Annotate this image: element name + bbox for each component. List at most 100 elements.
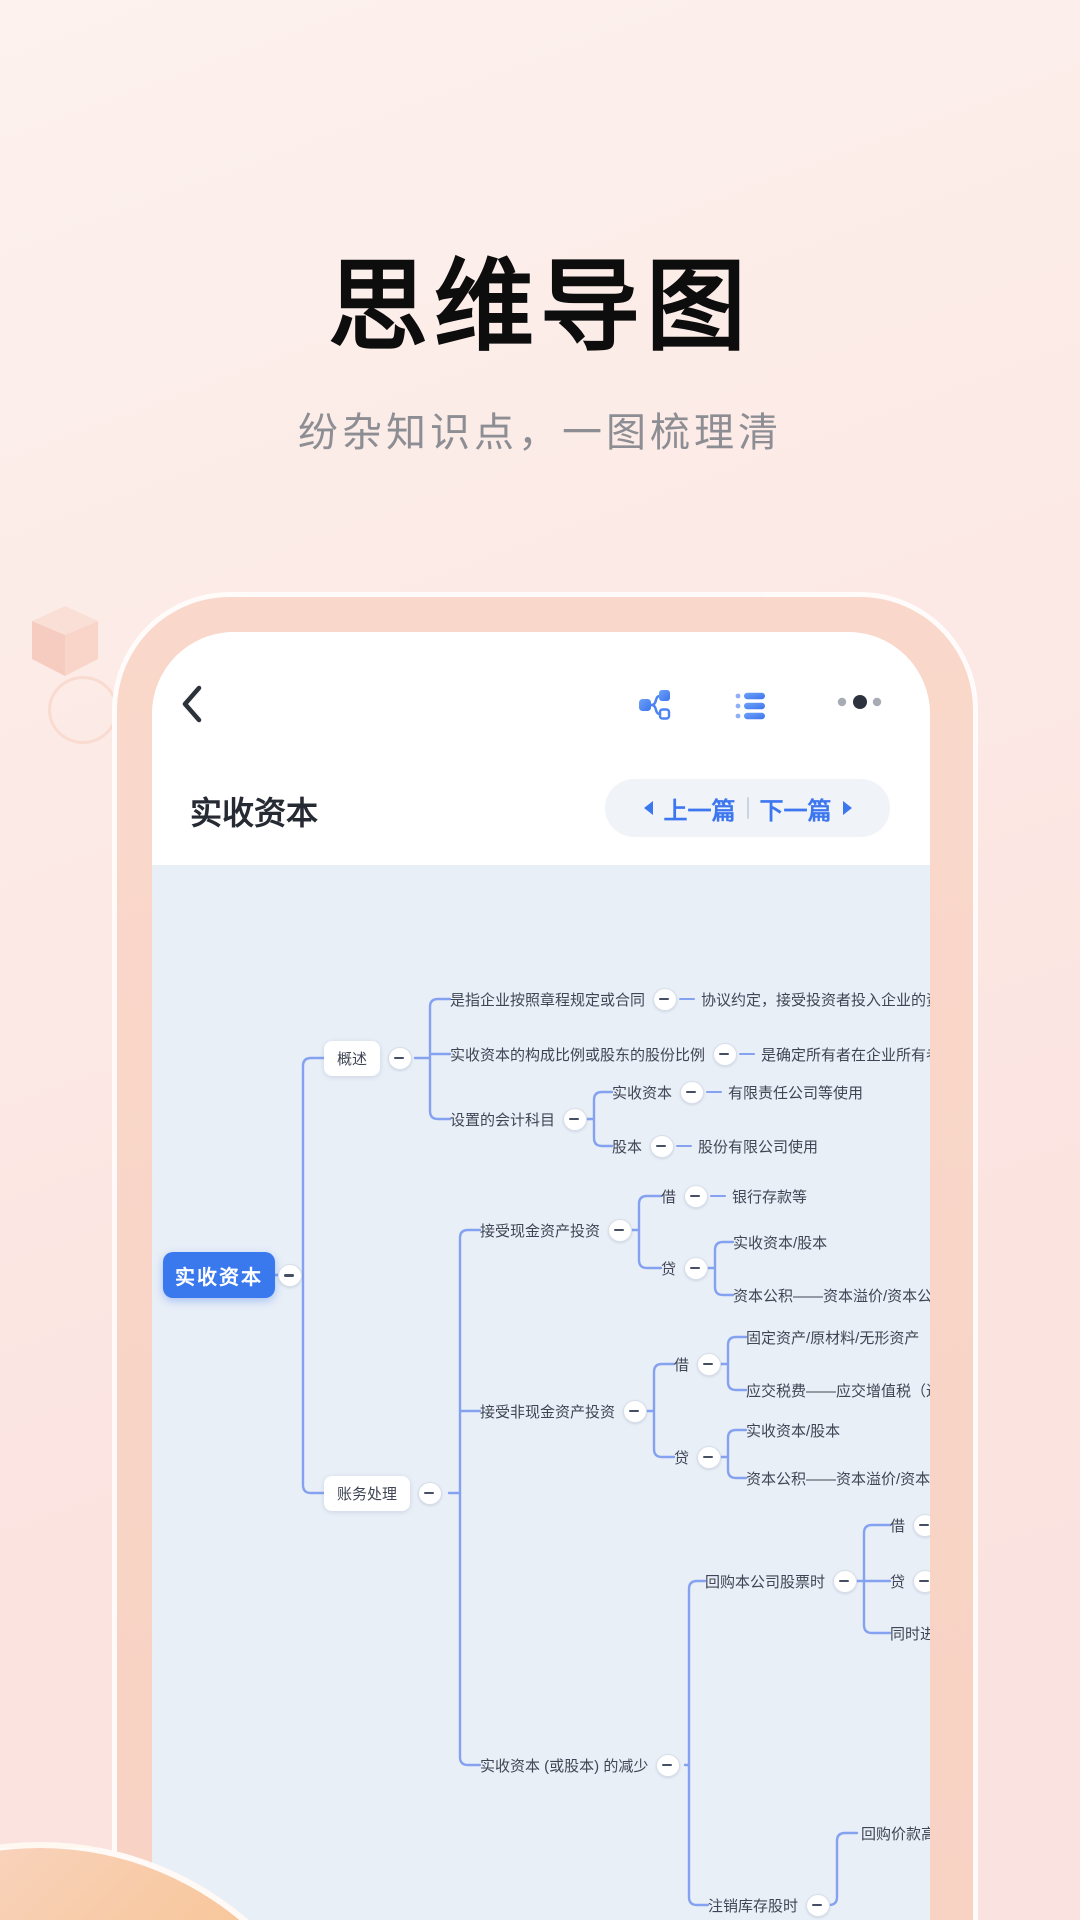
node-noncash-debit: 借 xyxy=(674,1346,722,1382)
node-cash-debit-note[interactable]: 银行存款等 xyxy=(732,1188,808,1206)
node-noncash-label[interactable]: 接受非现金资产投资 xyxy=(480,1403,616,1421)
node-buyback-credit: 贷 xyxy=(890,1563,930,1599)
node-cash-debit: 借 银行存款等 xyxy=(661,1178,807,1214)
node-cancel-note-label[interactable]: 回购价款高 xyxy=(861,1825,930,1843)
collapse-button[interactable] xyxy=(656,1753,681,1777)
more-options-button[interactable] xyxy=(836,692,882,712)
node-definition-note[interactable]: 协议约定，接受投资者投入企业的资 xyxy=(701,991,930,1009)
node-noncash-credit-2-label[interactable]: 资本公积——资本溢价/资本 xyxy=(746,1470,930,1488)
node-noncash-debit-label[interactable]: 借 xyxy=(674,1356,690,1374)
phone-mockup: 实收资本 上一篇 下一篇 xyxy=(112,592,978,1920)
collapse-button[interactable] xyxy=(684,1184,709,1208)
node-overview-label[interactable]: 概述 xyxy=(324,1040,381,1076)
app-header: 实收资本 上一篇 下一篇 xyxy=(152,632,930,865)
back-chevron-icon xyxy=(182,685,202,723)
node-noncash-credit-1-label[interactable]: 实收资本/股本 xyxy=(746,1422,841,1440)
pager-divider xyxy=(746,797,749,819)
node-noncash-debit-2: 应交税费——应交增值税（进 xyxy=(746,1372,930,1408)
node-noncash-investment: 接受非现金资产投资 xyxy=(480,1393,648,1429)
node-definition: 是指企业按照章程规定或合同 协议约定，接受投资者投入企业的资 xyxy=(450,981,930,1017)
collapse-button[interactable] xyxy=(388,1046,413,1070)
collapse-button[interactable] xyxy=(653,987,678,1011)
node-definition-label[interactable]: 是指企业按照章程规定或合同 xyxy=(450,991,646,1009)
prev-arrow-icon[interactable] xyxy=(643,801,653,815)
collapse-button[interactable] xyxy=(623,1399,648,1423)
node-buyback-debit-label[interactable]: 借 xyxy=(890,1517,906,1535)
list-view-button[interactable] xyxy=(734,688,768,722)
node-paidin-capital: 实收资本 有限责任公司等使用 xyxy=(612,1074,863,1110)
node-paidin-note[interactable]: 有限责任公司等使用 xyxy=(728,1084,864,1102)
mindmap-canvas[interactable]: 实收资本 概述 是指企业按照章程规定或合同 协议约定，接受投资者投入企业的资 实… xyxy=(152,865,930,1920)
node-noncash-credit: 贷 xyxy=(674,1439,722,1475)
node-ratio: 实收资本的构成比例或股东的股份比例 是确定所有者在企业所有者 xyxy=(450,1036,930,1072)
next-arrow-icon[interactable] xyxy=(842,801,852,815)
node-cash-credit: 贷 xyxy=(661,1250,709,1286)
node-cancel-note: 回购价款高 xyxy=(861,1815,930,1851)
node-accounting: 账务处理 xyxy=(324,1475,443,1511)
node-cash-investment: 接受现金资产投资 xyxy=(480,1212,633,1248)
back-button[interactable] xyxy=(178,682,206,726)
connector-dash xyxy=(676,1144,693,1148)
collapse-button[interactable] xyxy=(278,1264,302,1287)
node-cash-credit-1: 实收资本/股本 xyxy=(733,1224,827,1260)
node-cash-credit-label[interactable]: 贷 xyxy=(661,1260,677,1278)
node-buyback-credit-label[interactable]: 贷 xyxy=(890,1573,906,1591)
hero: 思维导图 纷杂知识点，一图梳理清 xyxy=(0,0,1080,458)
node-buyback-note-label[interactable]: 同时进 xyxy=(890,1625,930,1643)
node-cash-label[interactable]: 接受现金资产投资 xyxy=(480,1222,601,1240)
node-buyback-note: 同时进 xyxy=(890,1615,930,1651)
page-subtitle: 纷杂知识点，一图梳理清 xyxy=(298,411,782,455)
node-buyback-label[interactable]: 回购本公司股票时 xyxy=(705,1573,826,1591)
article-title: 实收资本 xyxy=(190,795,319,831)
node-decrease-label[interactable]: 实收资本 (或股本) 的减少 xyxy=(480,1757,649,1775)
node-cancel-label[interactable]: 注销库存股时 xyxy=(708,1897,799,1915)
node-paidin-label[interactable]: 实收资本 xyxy=(612,1084,673,1102)
node-subjects-label[interactable]: 设置的会计科目 xyxy=(450,1111,556,1129)
connector-dash xyxy=(706,1090,723,1094)
mindmap-button[interactable] xyxy=(638,688,672,722)
collapse-button[interactable] xyxy=(913,1569,930,1593)
collapse-button[interactable] xyxy=(713,1042,738,1066)
collapse-button[interactable] xyxy=(563,1107,588,1131)
collapse-button[interactable] xyxy=(608,1218,633,1242)
collapse-button[interactable] xyxy=(697,1445,722,1469)
node-subjects: 设置的会计科目 xyxy=(450,1101,588,1137)
more-dots-icon xyxy=(837,695,882,709)
node-share-label[interactable]: 股本 xyxy=(612,1138,643,1156)
node-noncash-debit-1: 固定资产/原材料/无形资产 xyxy=(746,1319,919,1355)
node-cancel: 注销库存股时 xyxy=(708,1887,831,1920)
collapse-button[interactable] xyxy=(806,1893,831,1917)
next-button[interactable]: 下一篇 xyxy=(759,797,832,825)
mindmap-root-node[interactable]: 实收资本 xyxy=(163,1252,275,1298)
collapse-button[interactable] xyxy=(913,1513,930,1537)
collapse-button[interactable] xyxy=(418,1481,443,1505)
ring-decoration xyxy=(48,676,118,744)
collapse-button[interactable] xyxy=(650,1134,675,1158)
node-noncash-debit-2-label[interactable]: 应交税费——应交增值税（进 xyxy=(746,1382,930,1400)
node-share-capital: 股本 股份有限公司使用 xyxy=(612,1128,818,1164)
mindmap-structure-icon xyxy=(639,690,671,720)
node-decrease: 实收资本 (或股本) 的减少 xyxy=(480,1747,681,1783)
node-buyback-debit: 借 xyxy=(890,1507,930,1543)
node-cash-credit-2-label[interactable]: 资本公积——资本溢价/资本公 xyxy=(733,1287,930,1305)
collapse-button[interactable] xyxy=(684,1256,709,1280)
collapse-button[interactable] xyxy=(680,1080,705,1104)
collapse-button[interactable] xyxy=(697,1352,722,1376)
collapse-button[interactable] xyxy=(833,1569,858,1593)
node-ratio-label[interactable]: 实收资本的构成比例或股东的股份比例 xyxy=(450,1046,706,1064)
node-buyback: 回购本公司股票时 xyxy=(705,1563,858,1599)
node-ratio-note[interactable]: 是确定所有者在企业所有者 xyxy=(761,1046,930,1064)
node-accounting-label[interactable]: 账务处理 xyxy=(324,1475,411,1511)
node-cash-credit-2: 资本公积——资本溢价/资本公 xyxy=(733,1277,930,1313)
node-noncash-debit-1-label[interactable]: 固定资产/原材料/无形资产 xyxy=(746,1329,920,1347)
page-title: 思维导图 xyxy=(328,251,752,363)
node-noncash-credit-2: 资本公积——资本溢价/资本 xyxy=(746,1460,930,1496)
node-share-note[interactable]: 股份有限公司使用 xyxy=(698,1138,819,1156)
cube-decoration-icon xyxy=(32,606,98,676)
node-cash-debit-label[interactable]: 借 xyxy=(661,1188,677,1206)
prev-button[interactable]: 上一篇 xyxy=(663,797,736,825)
node-cash-credit-1-label[interactable]: 实收资本/股本 xyxy=(733,1234,828,1252)
connector-dash xyxy=(739,1052,756,1056)
node-noncash-credit-label[interactable]: 贷 xyxy=(674,1449,690,1467)
